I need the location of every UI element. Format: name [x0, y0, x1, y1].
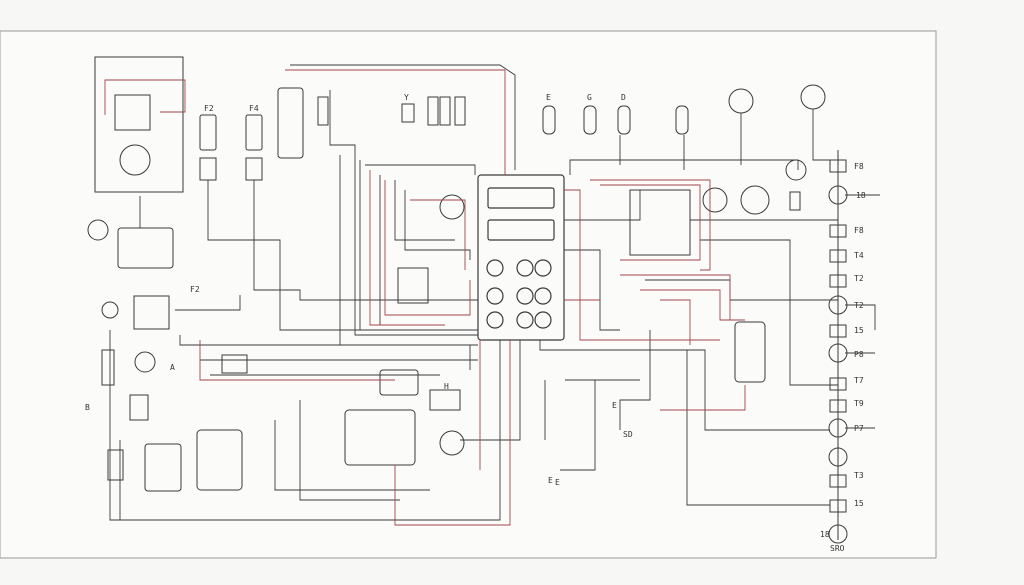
label-a: A [170, 363, 175, 372]
center-components [221, 194, 465, 466]
label-bottom-e: E [555, 478, 560, 487]
label-center-mid: H [444, 382, 449, 391]
top-fuses [199, 84, 826, 181]
label-right-18b: 18 [820, 530, 830, 539]
control-module [477, 174, 565, 341]
label-right-t3: T3 [854, 471, 864, 480]
label-right-t2: T2 [854, 274, 864, 283]
label-right-18: 18 [856, 191, 866, 200]
label-sro: SRO [830, 544, 845, 553]
wires-red [104, 69, 746, 526]
label-left-f2: F2 [190, 285, 200, 294]
label-right-p7: P7 [854, 424, 864, 433]
label-right-t4: T4 [854, 251, 864, 260]
label-center-right: E [612, 401, 617, 410]
label-sd: SD [623, 430, 633, 439]
label-right-t7: T7 [854, 376, 864, 385]
label-d: D [621, 93, 626, 102]
label-f2: F2 [204, 104, 214, 113]
diagram-frame [0, 30, 937, 559]
label-right-15b: 15 [854, 499, 864, 508]
label-right-p8: P8 [854, 350, 864, 359]
label-y: Y [404, 93, 409, 102]
diagram-labels: F2 F4 Y E G D F2 A B E E H F8 18 F8 T4 T… [85, 93, 866, 553]
relay-box [94, 56, 184, 193]
label-right-15: 15 [854, 326, 864, 335]
label-right-f8: F8 [854, 226, 864, 235]
label-right-t9: T9 [854, 399, 864, 408]
label-b: B [85, 403, 90, 412]
left-components [87, 219, 243, 492]
label-e: E [546, 93, 551, 102]
label-f4: F4 [249, 104, 259, 113]
label-right-t2b: T2 [854, 301, 864, 310]
label-bottom-left-e: E [548, 476, 553, 485]
label-g: G [587, 93, 592, 102]
label-right-f8-top: F8 [854, 162, 864, 171]
